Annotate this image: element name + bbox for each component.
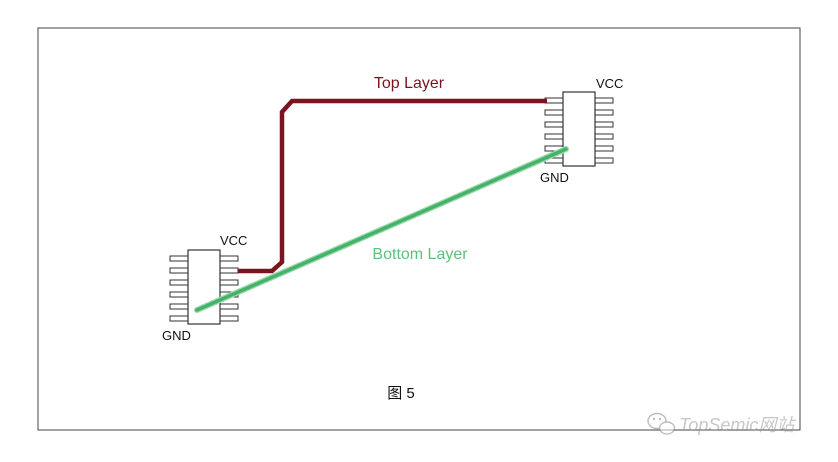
chip-right-pin <box>594 97 614 104</box>
chip-left-pin <box>219 315 239 322</box>
wechat-icon <box>647 412 676 435</box>
chip-left-pin <box>169 291 189 298</box>
chip-left-pin <box>219 303 239 310</box>
chip-left-pin <box>169 279 189 286</box>
chip-right-pin <box>594 109 614 116</box>
chip-left <box>169 249 239 325</box>
diagram-frame <box>37 27 801 431</box>
chip-right-pin <box>544 109 564 116</box>
chip-left-pin <box>169 255 189 262</box>
chip-left-pin <box>169 315 189 322</box>
bottom-layer-trace <box>195 147 568 312</box>
chip-left-pin <box>219 255 239 262</box>
bottom-layer-label: Bottom Layer <box>372 246 468 263</box>
chip-left-pin <box>169 303 189 310</box>
top-layer-label: Top Layer <box>374 75 445 92</box>
chip-right-pin <box>544 121 564 128</box>
chip-left-vcc-label: VCC <box>220 233 247 248</box>
chip-right-pin <box>594 133 614 140</box>
chip-right-gnd-label: GND <box>540 170 569 185</box>
chip-right-pin <box>544 97 564 104</box>
watermark-text: TopSemic网站 <box>679 415 797 435</box>
chip-right-pin <box>594 121 614 128</box>
chip-right-vcc-label: VCC <box>596 76 623 91</box>
chip-left-gnd-label: GND <box>162 328 191 343</box>
top-layer-trace <box>238 98 547 274</box>
chip-left-pin <box>219 267 239 274</box>
chip-right-pin <box>594 145 614 152</box>
chip-right <box>544 91 614 167</box>
watermark: TopSemic网站 <box>647 412 797 435</box>
chip-right-pin <box>594 157 614 164</box>
figure-caption: 图 5 <box>387 385 415 402</box>
chip-left-pin <box>219 279 239 286</box>
chip-left-body <box>187 249 221 325</box>
chip-right-pin <box>544 133 564 140</box>
chip-right-body <box>562 91 596 167</box>
chip-left-pin <box>169 267 189 274</box>
